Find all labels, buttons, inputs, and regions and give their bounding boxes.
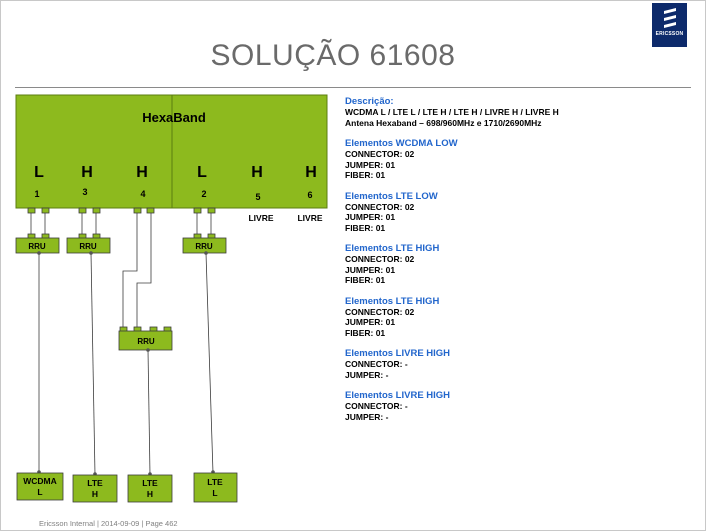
port-band: H [251,164,263,181]
endpoint-line1: WCDMA [23,476,57,486]
elements-line: CONNECTOR: 02 [345,254,415,264]
page-footer: Ericsson Internal | 2014-09-09 | Page 46… [39,519,178,528]
endpoint-line1: LTE [207,477,223,487]
elements-line: CONNECTOR: 02 [345,149,415,159]
endpoint-lte-h-2: LTE H [127,474,173,503]
rru-2: RRU [66,237,111,254]
port-number: 6 [307,190,312,200]
descricao-line: Antena Hexaband – 698/960MHz e 1710/2690… [345,117,542,128]
elements-line: JUMPER: 01 [345,317,396,327]
ericsson-logo: ERICSSON [652,3,687,47]
elements-line: CONNECTOR: - [345,401,408,411]
endpoint-line2: L [212,488,217,498]
endpoint-line1: LTE [142,478,158,488]
title-divider [15,87,691,88]
descricao-line: WCDMA L / LTE L / LTE H / LTE H / LIVRE … [345,107,559,117]
info-panel: Descrição: WCDMA L / LTE L / LTE H / LTE… [345,96,685,432]
elements-group-wcdma-low: Elementos WCDMA LOW CONNECTOR: 02 JUMPER… [345,138,685,181]
antenna-port-1: L 1 [34,164,44,199]
ericsson-logo-icon [663,8,676,28]
elements-line: JUMPER: - [345,369,389,380]
elements-line: FIBER: 01 [345,327,386,338]
elements-line: FIBER: 01 [345,275,386,285]
port-band: L [197,164,207,181]
elements-line: CONNECTOR: - [345,359,408,369]
antenna-port-6: H 6 LIVRE [297,164,322,223]
elements-header: Elementos LTE LOW [345,190,438,202]
elements-group-lte-low: Elementos LTE LOW CONNECTOR: 02 JUMPER: … [345,191,685,234]
port-number: 2 [201,189,206,199]
elements-header: Elementos LIVRE HIGH [345,348,451,359]
endpoint-line2: H [147,489,153,499]
descricao-group: Descrição: WCDMA L / LTE L / LTE H / LTE… [345,96,685,128]
elements-line: FIBER: 01 [345,222,386,233]
logo-text: ERICSSON [655,31,684,37]
elements-line: CONNECTOR: 02 [345,201,415,212]
antenna-port-2: L 2 [197,164,207,199]
elements-header: Elementos LTE HIGH [345,243,440,254]
endpoint-lte-h-1: LTE H [72,474,118,503]
antenna-connectors [27,207,216,214]
antenna-port-5: H 5 LIVRE [248,164,273,223]
rru-1: RRU [15,237,60,254]
antenna-port-4: H 4 [136,164,148,199]
endpoint-line1: LTE [87,478,103,488]
elements-header: Elementos LIVRE HIGH [345,390,451,401]
elements-line: JUMPER: 01 [345,212,396,222]
port-band: H [305,164,317,181]
jumper-lines [30,213,212,327]
page-title: SOLUÇÃO 61608 [210,39,456,72]
endpoint-line2: H [92,489,98,499]
elements-header: Elementos LTE HIGH [345,295,440,307]
rru-connectors [27,233,216,333]
endpoint-wcdma-l: WCDMA L [16,472,64,501]
port-band: H [136,164,148,181]
rru-3: RRU [182,237,227,254]
rru-label: RRU [79,242,97,251]
endpoint-lte-l: LTE L [193,472,238,503]
port-note: LIVRE [248,213,273,223]
port-number: 4 [140,189,145,199]
elements-line: JUMPER: 01 [345,159,396,170]
elements-line: JUMPER: - [345,411,389,422]
elements-line: CONNECTOR: 02 [345,306,415,317]
port-note: LIVRE [297,213,322,223]
elements-line: FIBER: 01 [345,170,386,180]
rru-label: RRU [195,242,213,251]
endpoint-line2: L [37,487,42,497]
rru-4: RRU [118,330,173,351]
elements-group-livre-high-1: Elementos LIVRE HIGH CONNECTOR: - JUMPER… [345,348,685,380]
elements-group-lte-high-1: Elementos LTE HIGH CONNECTOR: 02 JUMPER:… [345,243,685,286]
rru-label: RRU [28,242,46,251]
descricao-header: Descrição: [345,96,394,107]
elements-group-livre-high-2: Elementos LIVRE HIGH CONNECTOR: - JUMPER… [345,390,685,422]
port-number: 1 [34,189,39,199]
elements-header: Elementos WCDMA LOW [345,138,458,149]
hexaband-label: HexaBand [142,110,206,125]
fiber-dots [37,251,215,476]
port-band: H [81,164,93,181]
port-number: 5 [255,192,260,202]
elements-line: JUMPER: 01 [345,264,396,275]
port-band: L [34,164,44,181]
port-number: 3 [82,187,87,197]
antenna-port-3: H 3 [81,164,93,197]
fiber-lines [38,252,214,476]
rru-label: RRU [137,337,155,346]
elements-group-lte-high-2: Elementos LTE HIGH CONNECTOR: 02 JUMPER:… [345,296,685,339]
